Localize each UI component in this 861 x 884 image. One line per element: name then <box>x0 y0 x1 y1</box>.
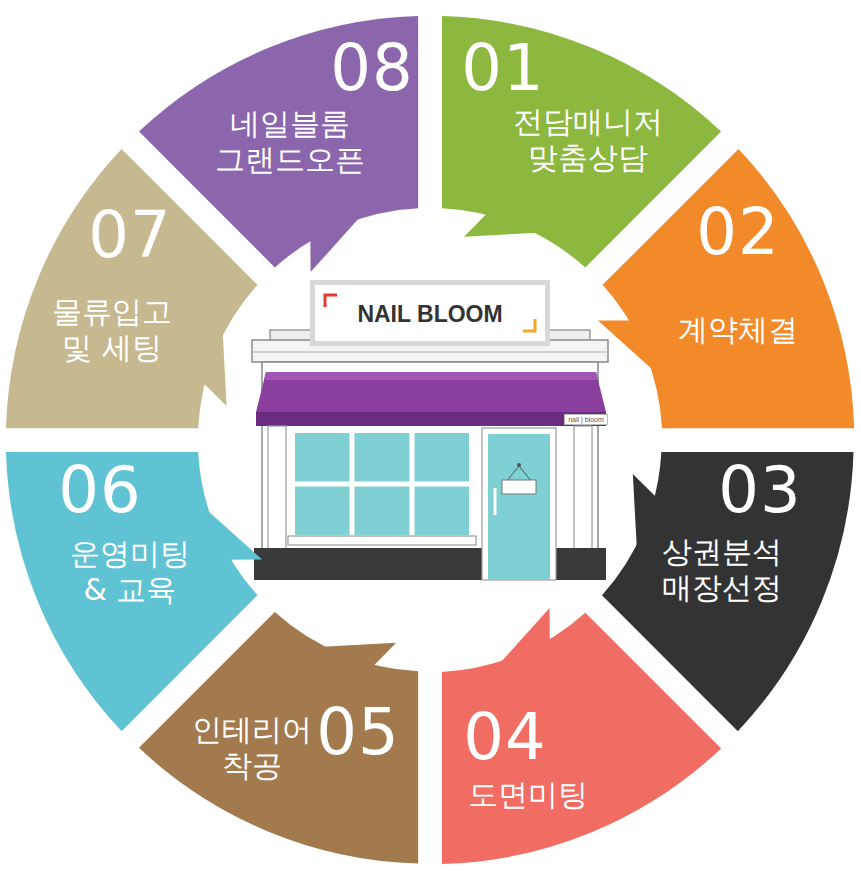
awning <box>256 372 606 412</box>
step-number: 05 <box>316 700 399 764</box>
bubble-tail <box>317 643 396 668</box>
pillar <box>574 426 592 550</box>
step-segment: 04 도면미팅 <box>442 608 721 864</box>
bubble-tail <box>497 608 550 667</box>
step-number: 08 <box>330 36 413 100</box>
bubble-tail <box>310 214 363 273</box>
bubble-tail <box>204 507 263 560</box>
step-segment: 02 계약체결 <box>598 149 854 428</box>
cornice-line <box>252 352 608 353</box>
ring-segment <box>602 149 853 428</box>
step-segment: 06 운영미팅 & 교육 <box>6 452 262 731</box>
step-label: 운영미팅 & 교육 <box>64 536 196 608</box>
door-sign <box>502 480 536 494</box>
awning-top <box>264 372 598 380</box>
step-label: 인테리어 착공 <box>186 712 318 784</box>
window-sill <box>288 536 476 545</box>
window-transom <box>292 482 472 487</box>
step-label: 도면미팅 <box>468 777 588 813</box>
bracket <box>523 319 535 331</box>
step-segment: 08네일블룸 그랜드오픈 <box>139 16 418 272</box>
storefront <box>252 330 608 580</box>
awning-tag: nail | bloom <box>564 414 608 425</box>
step-label: 네일블룸 그랜드오픈 <box>206 106 374 178</box>
awning-band <box>256 412 606 426</box>
step-number: 04 <box>463 705 546 769</box>
bubble-tail <box>598 320 657 373</box>
pillar <box>268 426 286 550</box>
segment-shape <box>598 149 854 428</box>
step-number: 06 <box>58 458 141 522</box>
ring-segment <box>139 16 418 267</box>
ring-segment <box>442 612 721 863</box>
step-label: 상권분석 매장선정 <box>656 534 788 606</box>
door-glass <box>488 434 550 580</box>
step-number: 07 <box>88 203 171 267</box>
bubble-tail <box>633 474 658 553</box>
ring-segment <box>6 452 257 731</box>
shop-window <box>292 430 472 538</box>
store-sign: NAIL BLOOM <box>310 280 550 346</box>
step-number: 01 <box>461 36 544 100</box>
bubble-tail <box>464 211 543 236</box>
step-label: 물류입고 및 세팅 <box>46 294 178 366</box>
door-frame <box>482 428 556 580</box>
bracket <box>325 295 337 307</box>
sign-hook <box>517 463 521 467</box>
step-label: 전담매니저 맞춤상담 <box>504 104 672 176</box>
step-number: 03 <box>718 458 801 522</box>
bubble-tail <box>201 327 226 406</box>
door-handle <box>494 488 497 515</box>
step-label: 계약체결 <box>678 312 798 348</box>
step-number: 02 <box>696 200 779 264</box>
sign-text: NAIL BLOOM <box>357 301 502 328</box>
